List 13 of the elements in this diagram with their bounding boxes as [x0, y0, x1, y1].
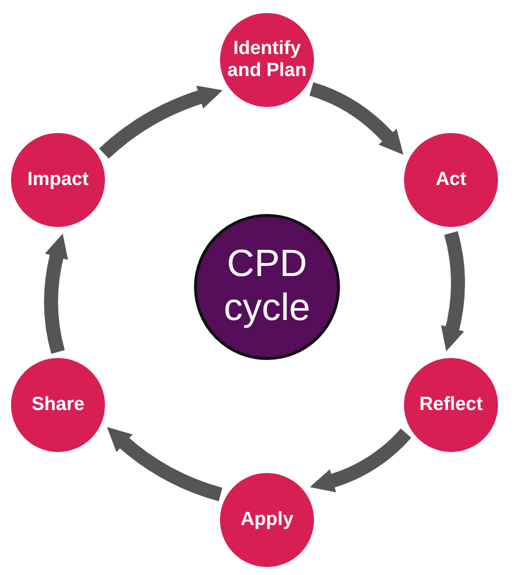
stage-label: CPD cycle — [222, 243, 312, 331]
stage-label: Act — [436, 169, 466, 191]
stage-label: Impact — [27, 169, 89, 191]
stage-label: Reflect — [419, 394, 483, 416]
curved-arrow — [106, 427, 223, 502]
curved-arrow — [309, 82, 404, 154]
curved-arrow — [310, 428, 412, 492]
curved-arrow — [44, 234, 68, 354]
stage-label: Apply — [240, 509, 294, 531]
stage-label: Identify and Plan — [226, 38, 308, 82]
stage-label: Share — [32, 394, 84, 416]
curved-arrow — [99, 86, 223, 159]
curved-arrow — [440, 231, 465, 352]
